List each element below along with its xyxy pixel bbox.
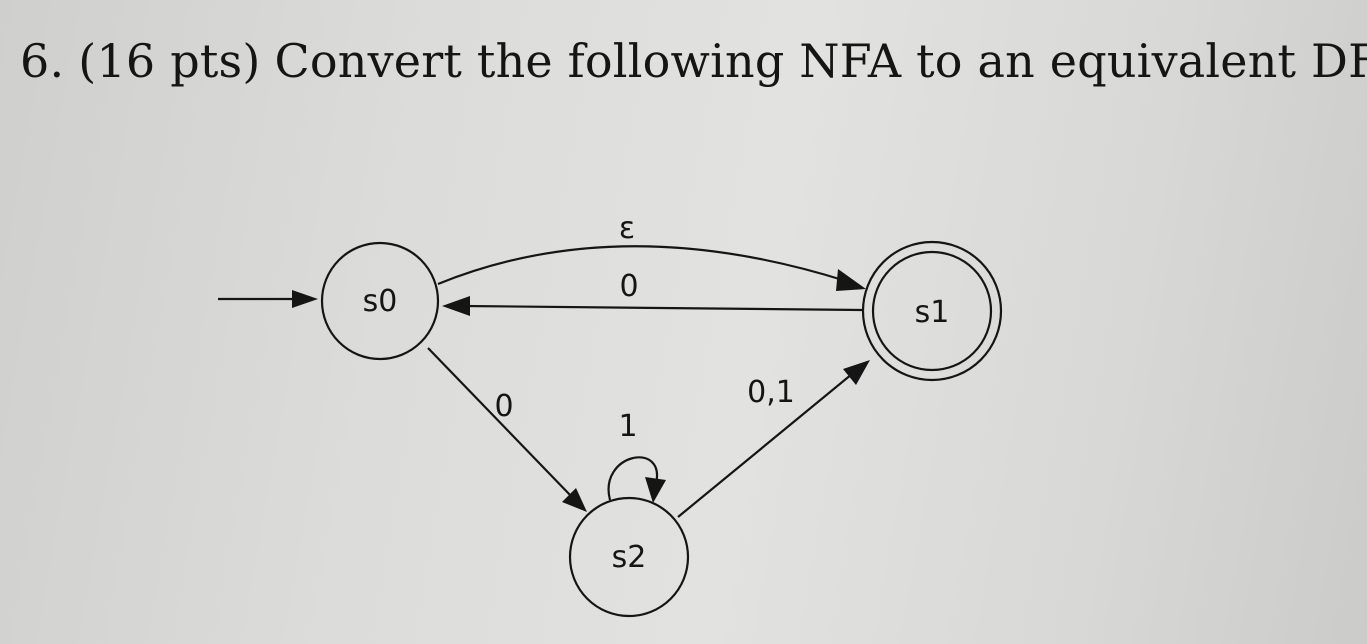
- transition-s2-s2: 1: [607, 409, 666, 503]
- start-arrow: [218, 290, 318, 308]
- transition-s0-s1: ε: [437, 211, 866, 291]
- transition-s0-s2: 0: [427, 347, 587, 512]
- question-prompt: Convert the following NFA to an equivale…: [274, 34, 1367, 88]
- transition-s0-s2-label: 0: [494, 389, 513, 424]
- transition-s1-s0: 0: [442, 269, 863, 316]
- state-s2: s2: [568, 496, 690, 618]
- state-s0-label: s0: [363, 284, 398, 319]
- transition-s2-s1: 0,1: [677, 360, 870, 518]
- state-s1-label: s1: [915, 295, 950, 330]
- transition-s1-s0-label: 0: [619, 269, 638, 304]
- state-s0: s0: [320, 241, 440, 361]
- transition-s2-s1-label: 0,1: [747, 375, 795, 410]
- question-text: 6.(16 pts)Convert the following NFA to a…: [20, 34, 1367, 88]
- question-points: (16 pts): [78, 34, 261, 88]
- state-s2-label: s2: [612, 540, 647, 575]
- transition-s0-s1-label: ε: [619, 211, 635, 246]
- question-number: 6.: [20, 34, 65, 88]
- state-s1: s1: [861, 240, 1003, 382]
- transition-s2-s2-label: 1: [618, 409, 637, 444]
